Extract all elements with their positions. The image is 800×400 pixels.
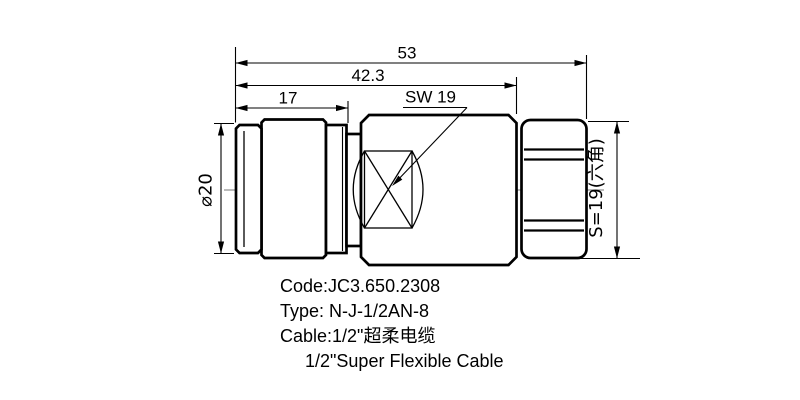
hex-size-label: S=19(六角) — [586, 138, 607, 237]
leader-arrowhead — [392, 175, 403, 186]
arrowhead-left — [235, 59, 248, 67]
hex-coupling-nut — [520, 118, 588, 260]
flat-right-arc — [411, 150, 424, 229]
arrowhead-bottom — [613, 246, 621, 259]
dimension-hex-size: S=19(六角) — [564, 120, 640, 260]
dim-knurl-length-label: 17 — [279, 89, 298, 108]
leader-line — [393, 107, 468, 185]
wrench-size-label: SW 19 — [405, 88, 456, 107]
arrowhead-right — [574, 59, 587, 67]
note-cable-cn: Cable:1/2"超柔电缆 — [280, 326, 435, 346]
smooth-ring — [324, 123, 348, 255]
wrench-flat-marker — [352, 150, 424, 229]
hex-nut-outline — [520, 118, 588, 260]
dimension-knurl-length: 17 — [235, 89, 349, 123]
dimension-diameter: ⌀20 — [196, 122, 234, 255]
dimension-to-hex-length: 42.3 — [235, 66, 518, 114]
dim-overall-length-label: 53 — [398, 44, 417, 63]
flat-diagonal-2 — [363, 150, 413, 229]
flat-square — [363, 150, 413, 229]
notes-block: Code:JC3.650.2308 Type: N-J-1/2AN-8 Cabl… — [280, 276, 504, 371]
dimension-overall-length: 53 — [234, 44, 588, 123]
flat-left-arc — [352, 150, 366, 229]
arrowhead-left — [235, 104, 248, 112]
diameter-label: ⌀20 — [196, 173, 217, 207]
note-cable-en: 1/2"Super Flexible Cable — [305, 351, 504, 371]
arrowhead-right — [336, 104, 348, 112]
dim-to-hex-length-label: 42.3 — [351, 66, 384, 85]
arrowhead-right — [504, 82, 517, 89]
callout-wrench-flat: SW 19 — [392, 88, 468, 186]
note-code: Code:JC3.650.2308 — [280, 276, 440, 296]
connector-front-ring — [234, 123, 263, 255]
arrowhead-bottom — [217, 241, 225, 254]
arrowhead-left — [235, 82, 248, 89]
note-type: Type: N-J-1/2AN-8 — [280, 301, 429, 321]
arrowhead-top — [217, 123, 225, 136]
connector-body-group — [234, 113, 588, 267]
arrowhead-top — [613, 121, 621, 134]
